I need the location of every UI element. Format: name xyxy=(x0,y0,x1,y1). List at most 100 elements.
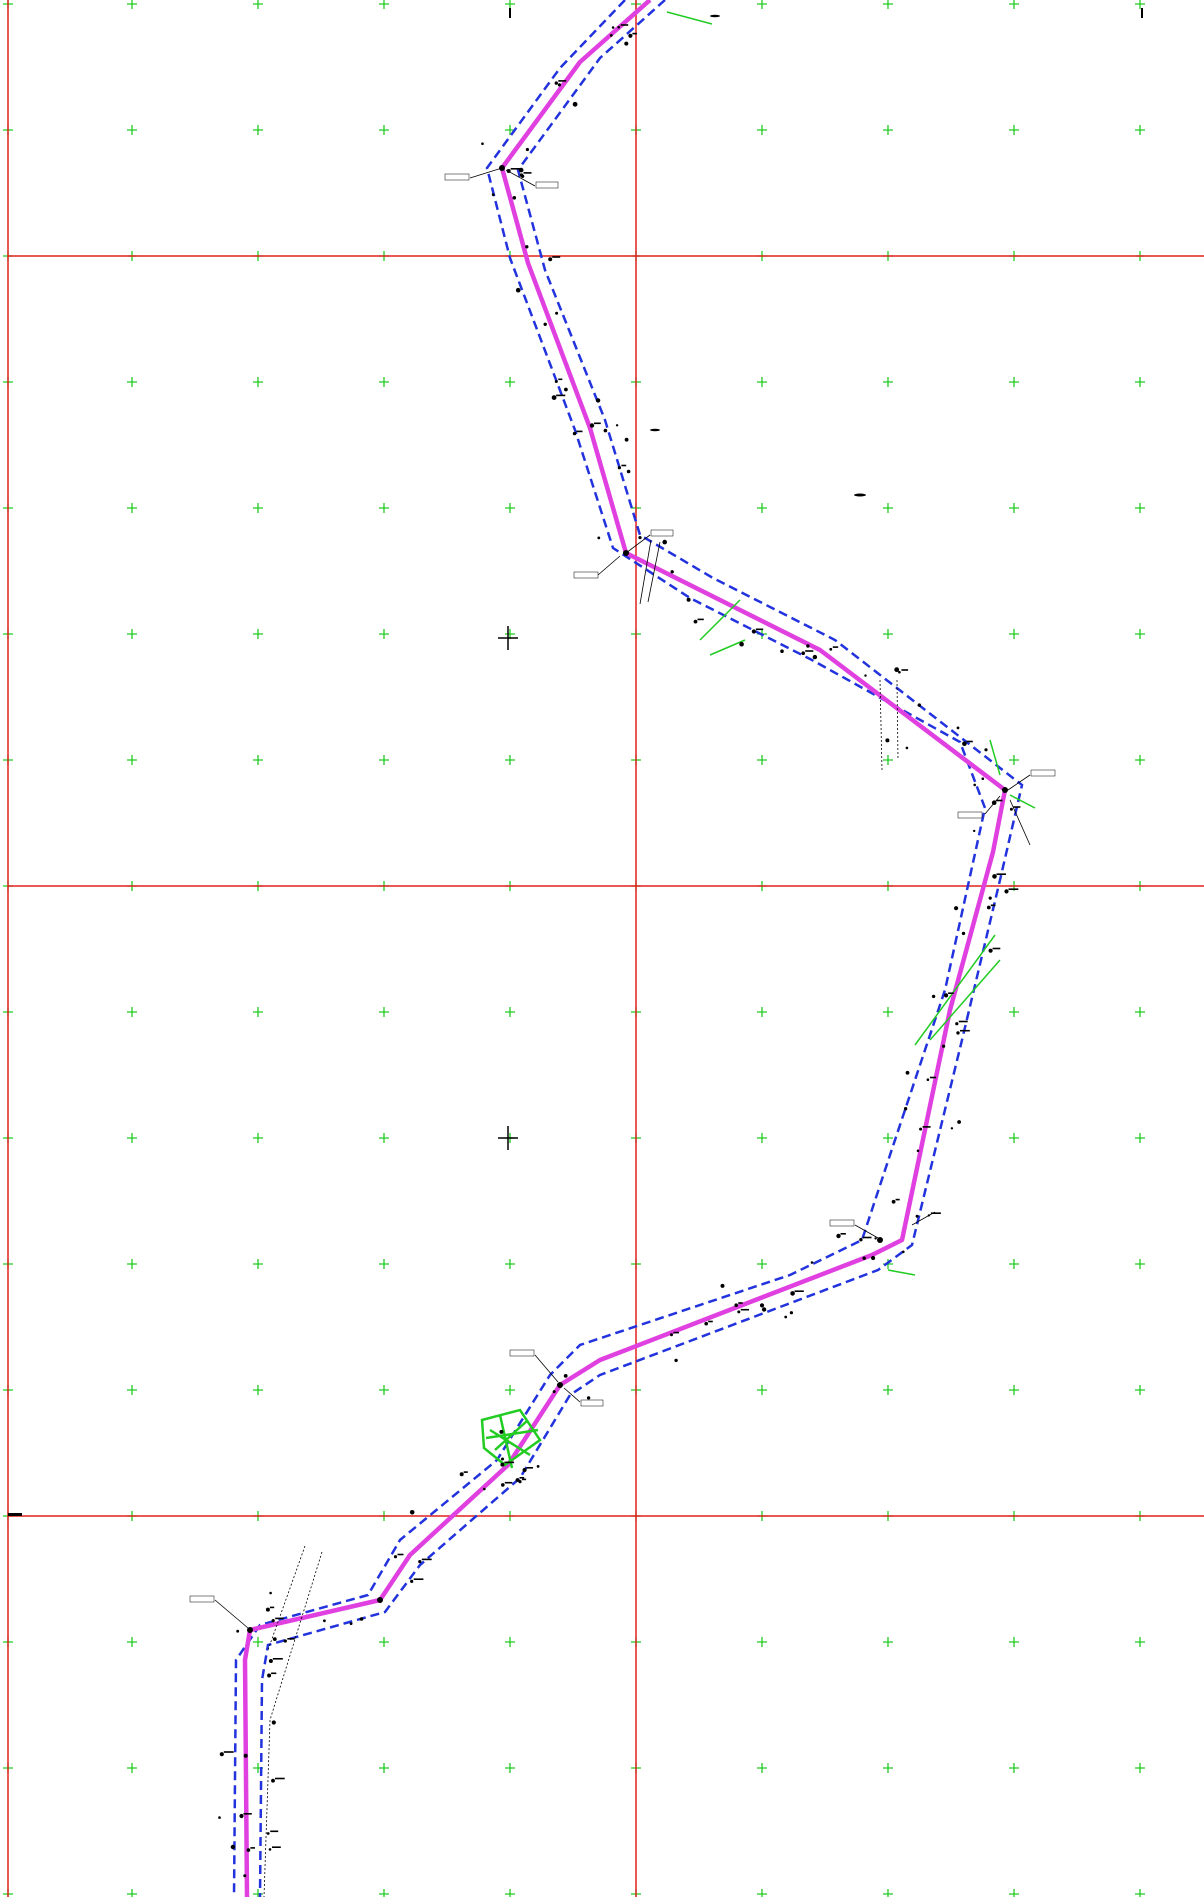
survey-point xyxy=(555,311,559,315)
grid-cross xyxy=(1009,755,1019,765)
survey-point xyxy=(626,469,631,474)
survey-point xyxy=(551,395,557,400)
grid-cross xyxy=(505,1385,515,1395)
survey-point xyxy=(459,1472,464,1477)
point-label-mark xyxy=(243,1813,252,1815)
callout-leader xyxy=(1007,774,1031,791)
survey-point xyxy=(988,948,993,953)
corridor-boundary-right xyxy=(258,0,1024,1897)
grid-cross xyxy=(1135,1007,1145,1017)
grid-cross xyxy=(379,1385,389,1395)
point-label-mark xyxy=(840,1233,846,1235)
survey-point xyxy=(903,1107,908,1111)
survey-point xyxy=(246,1848,251,1852)
grid-cross xyxy=(1135,629,1145,639)
grid-cross xyxy=(253,503,263,513)
station-marker xyxy=(247,1627,253,1633)
survey-point xyxy=(218,1816,221,1819)
survey-point xyxy=(905,746,909,750)
blob-mark xyxy=(650,428,660,432)
grid-cross xyxy=(1009,1763,1019,1773)
grid-cross xyxy=(1009,125,1019,135)
point-label-mark xyxy=(271,1672,277,1675)
point-label-mark xyxy=(805,650,814,652)
survey-point xyxy=(962,741,967,746)
survey-point xyxy=(981,777,985,780)
point-label-mark xyxy=(930,1212,941,1214)
survey-point xyxy=(481,142,484,145)
survey-point xyxy=(894,667,900,673)
survey-point xyxy=(1004,889,1009,894)
grid-cross xyxy=(1135,1763,1145,1773)
vegetation-line xyxy=(666,11,713,25)
grid-cross xyxy=(127,503,137,513)
grid-cross xyxy=(379,1763,389,1773)
survey-point xyxy=(670,570,674,574)
survey-point xyxy=(984,748,988,752)
grid-cross xyxy=(505,1637,515,1647)
grid-cross xyxy=(757,755,767,765)
survey-point xyxy=(554,81,558,85)
station-marker xyxy=(1002,787,1008,793)
grid-cross xyxy=(253,1385,263,1395)
survey-point xyxy=(265,1607,270,1612)
vegetation-line xyxy=(914,934,996,1046)
survey-point xyxy=(917,703,921,707)
grid-cross xyxy=(1135,377,1145,387)
vegetation-line xyxy=(699,599,741,641)
control-point-marker xyxy=(498,1126,518,1150)
survey-point xyxy=(704,1321,708,1326)
station-markers xyxy=(247,165,1008,1633)
survey-point xyxy=(628,33,633,38)
grid-cross xyxy=(883,1637,893,1647)
survey-point xyxy=(563,1374,568,1378)
callout-label xyxy=(573,571,599,579)
callout-label xyxy=(957,811,983,819)
grid-cross xyxy=(757,0,767,9)
point-label-mark xyxy=(270,1830,279,1833)
grid-cross xyxy=(253,1007,263,1017)
survey-point xyxy=(916,1149,920,1153)
survey-point xyxy=(686,597,691,602)
callout-leader xyxy=(534,1354,559,1383)
callout-leader xyxy=(625,534,651,554)
grid-cross xyxy=(1009,1007,1019,1017)
grid-cross xyxy=(1135,1385,1145,1395)
vegetation-line xyxy=(709,639,746,656)
survey-point xyxy=(734,1303,738,1307)
point-label-mark xyxy=(992,947,1001,950)
point-label-mark xyxy=(960,1029,970,1032)
survey-point xyxy=(609,34,613,37)
offset-line xyxy=(639,539,661,605)
survey-point xyxy=(829,647,833,651)
grid-lines xyxy=(7,0,1204,1897)
point-label-mark xyxy=(1008,888,1019,890)
offset-survey-lines xyxy=(263,539,899,1897)
point-label-mark xyxy=(740,1308,749,1311)
grid-cross xyxy=(379,755,389,765)
survey-point xyxy=(955,1022,959,1026)
callout-label xyxy=(189,1595,215,1603)
callout-leader xyxy=(854,1224,879,1239)
survey-point xyxy=(662,539,667,545)
grid-cross xyxy=(757,1763,767,1773)
point-label-mark xyxy=(413,1578,424,1580)
survey-point xyxy=(950,1127,954,1130)
vegetation-line xyxy=(929,959,1001,1041)
point-label-mark xyxy=(708,1320,713,1323)
grid-cross xyxy=(883,1385,893,1395)
callout-leader xyxy=(911,1211,936,1226)
survey-point xyxy=(501,1483,505,1487)
survey-point xyxy=(520,174,525,178)
callout-label xyxy=(444,173,470,181)
survey-point xyxy=(871,1255,876,1261)
survey-point xyxy=(739,641,744,647)
point-label-mark xyxy=(272,1846,281,1848)
survey-point xyxy=(554,380,558,383)
survey-point xyxy=(349,1622,353,1625)
corridor-boundary-left xyxy=(232,0,987,1897)
route-centerline xyxy=(242,0,1008,1897)
survey-point xyxy=(898,670,901,674)
survey-point xyxy=(269,1591,272,1595)
